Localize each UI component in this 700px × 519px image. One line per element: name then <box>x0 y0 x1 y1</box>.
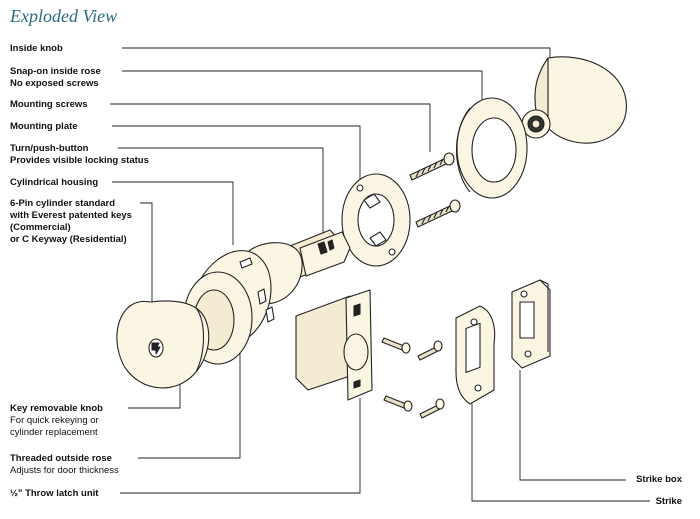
leader-mounting-screws <box>110 103 431 152</box>
leader-inside-knob <box>122 47 551 62</box>
leader-strike-box <box>519 370 626 481</box>
inside-knob <box>521 56 627 144</box>
snap-on-inside-rose <box>455 97 528 199</box>
leader-turn-push-button <box>118 147 324 236</box>
latch-screws <box>381 337 445 419</box>
diagram-title: Exploded View <box>10 6 118 26</box>
key-removable-knob <box>116 300 210 389</box>
leader-snap-on-rose <box>122 70 483 100</box>
mounting-plate <box>341 173 411 267</box>
label-mounting-plate: Mounting plate <box>10 121 78 132</box>
leader-cylindrical-housing <box>112 181 234 245</box>
throw-latch-unit <box>295 289 373 401</box>
label-cylindrical-housing: Cylindrical housing <box>10 177 99 188</box>
label-6-pin-cylinder: 6-Pin cylinder standard with Everest pat… <box>10 198 132 245</box>
leader-strike <box>471 404 650 502</box>
strike-plate <box>455 305 496 405</box>
label-latch-unit: ½" Throw latch unit <box>10 488 99 499</box>
label-turn-push-button: Turn/push-button Provides visible lockin… <box>10 143 149 166</box>
mounting-screw-lower <box>415 199 461 228</box>
label-mounting-screws: Mounting screws <box>10 99 88 110</box>
mounting-screw-upper <box>409 152 455 181</box>
leader-threaded-outside-rose <box>138 340 241 459</box>
label-strike: Strike <box>655 496 682 507</box>
leader-mounting-plate <box>112 125 361 180</box>
leader-6-pin-cylinder <box>140 202 153 330</box>
label-strike-box: Strike box <box>636 474 682 485</box>
label-key-removable-knob: Key removable knob For quick rekeying or… <box>10 403 103 438</box>
label-threaded-outside-rose: Threaded outside rose Adjusts for door t… <box>10 453 119 476</box>
strike-box <box>511 279 551 369</box>
label-inside-knob: Inside knob <box>10 43 63 54</box>
leader-latch-unit <box>120 398 361 494</box>
label-snap-on-rose: Snap-on inside rose No exposed screws <box>10 66 101 89</box>
